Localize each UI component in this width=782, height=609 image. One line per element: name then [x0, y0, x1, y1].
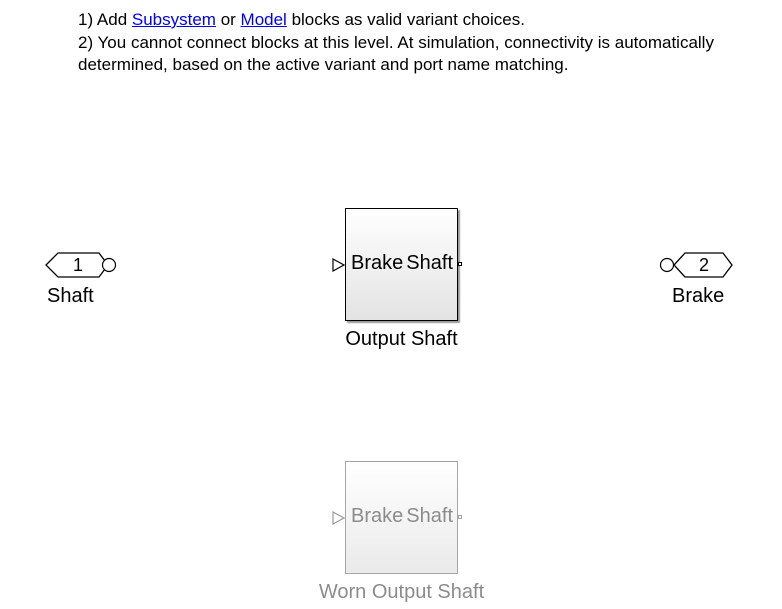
output-port-square-icon: [458, 515, 462, 519]
variant-annotation: 1) Add Subsystem or Model blocks as vali…: [78, 9, 782, 77]
input-port-arrow-icon: [332, 258, 346, 272]
annotation-text: or: [215, 10, 241, 29]
block-input-port-label: Brake: [351, 252, 404, 274]
block-output-port-label: Shaft: [406, 252, 453, 274]
annotation-line-1: 1) Add Subsystem or Model blocks as vali…: [78, 9, 782, 32]
outport-number: 2: [698, 255, 709, 275]
block-input-port-label: Brake: [351, 505, 404, 527]
inport-label: Shaft: [47, 285, 94, 307]
annotation-text: 1) Add: [78, 10, 132, 29]
annotation-line-3: determined, based on the active variant …: [78, 55, 569, 74]
subsystem-link[interactable]: Subsystem: [131, 10, 216, 29]
output-port-square-icon: [458, 262, 462, 266]
input-port-arrow-icon: [332, 511, 346, 525]
output-shaft-block-name: Output Shaft: [345, 328, 458, 350]
model-link[interactable]: Model: [240, 10, 287, 29]
outport-brake[interactable]: 2: [659, 252, 734, 278]
annotation-line-2: 2) You cannot connect blocks at this lev…: [78, 32, 714, 52]
worn-output-shaft-block[interactable]: Brake Shaft: [332, 461, 462, 574]
outport-shape-icon: [659, 252, 733, 278]
inport-shape-icon: [45, 252, 117, 278]
inport-number: 1: [72, 255, 83, 275]
annotation-text: blocks as valid variant choices.: [286, 10, 525, 29]
block-output-port-label: Shaft: [406, 505, 453, 527]
inport-shaft[interactable]: 1: [45, 252, 125, 278]
worn-output-shaft-block-name: Worn Output Shaft: [318, 581, 485, 603]
outport-label: Brake: [672, 285, 725, 307]
output-shaft-block[interactable]: Brake Shaft: [332, 208, 462, 321]
